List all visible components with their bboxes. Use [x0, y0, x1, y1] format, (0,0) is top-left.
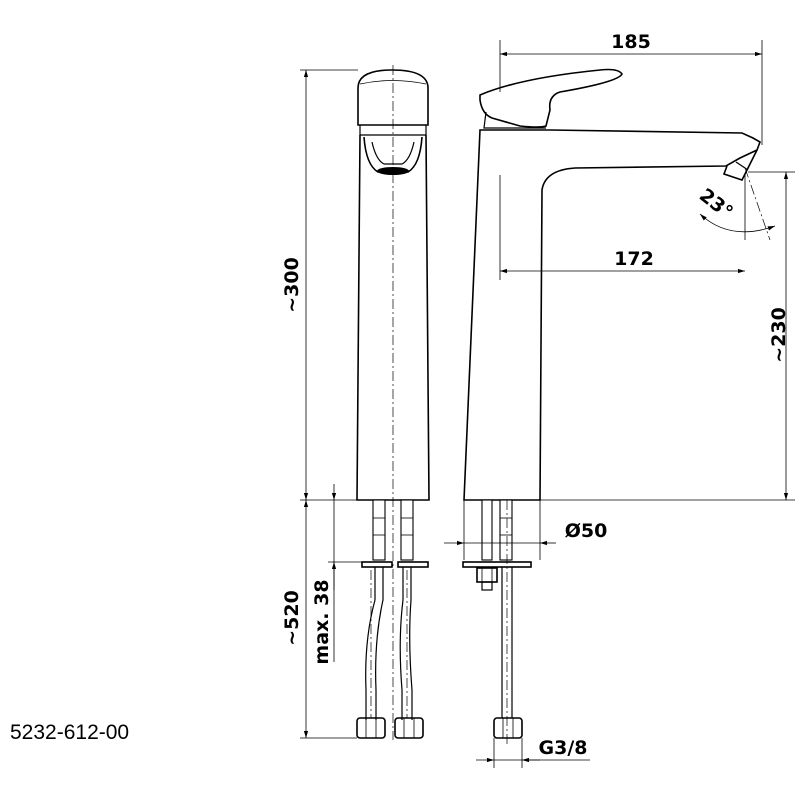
side-lever [479, 68, 623, 128]
dim-thread-label: G3/8 [539, 737, 588, 759]
dim-172-label: 172 [614, 248, 654, 270]
dim-520-label: ~520 [281, 590, 303, 646]
dim-diameter-label: Ø50 [565, 520, 608, 542]
dim-300-label: ~300 [281, 257, 303, 313]
front-view [356, 65, 430, 740]
side-aerator [722, 149, 758, 181]
dim-max38-label: max. 38 [311, 579, 333, 664]
front-hoses [356, 499, 429, 739]
dim-angle-label: 23° [695, 184, 737, 223]
side-body-spout [463, 129, 761, 501]
dim-230-label: ~230 [768, 307, 790, 363]
side-hoses [462, 499, 532, 745]
front-lever [357, 69, 429, 126]
dimension-lines [300, 40, 795, 768]
dim-185-label: 185 [611, 31, 651, 53]
side-view [462, 68, 771, 745]
part-number: 5232-612-00 [10, 721, 129, 744]
